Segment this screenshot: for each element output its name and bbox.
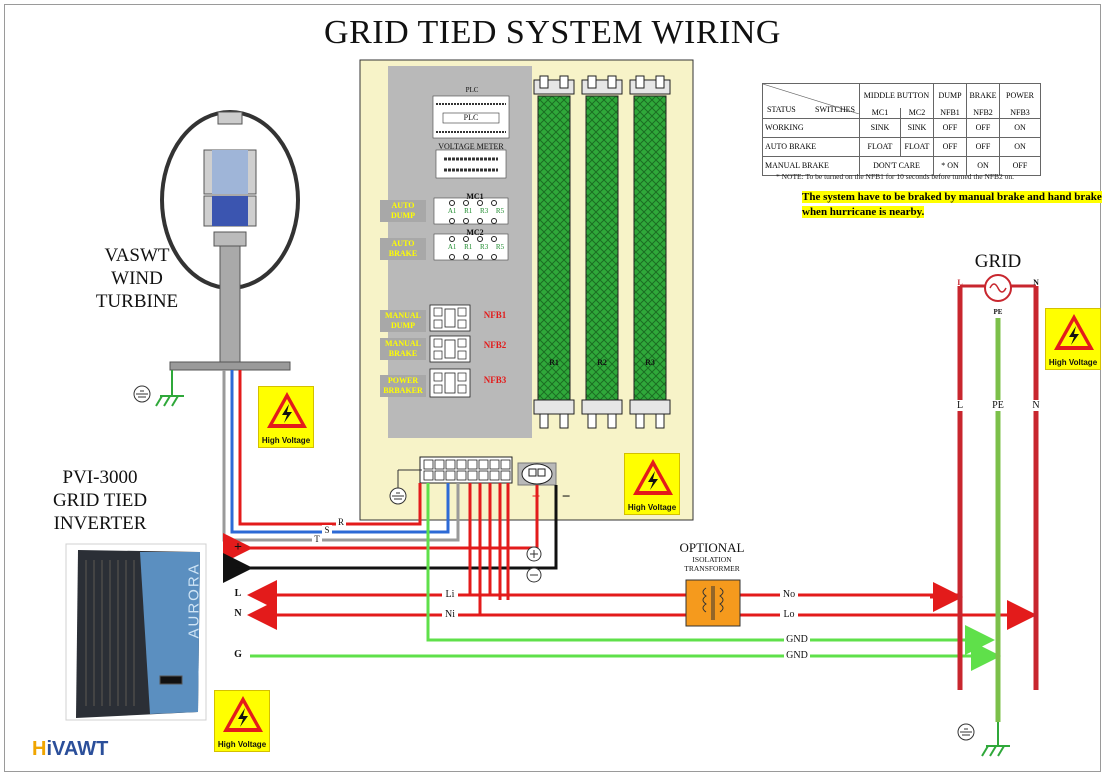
table-header-status: STATUS SWITCHES bbox=[762, 83, 860, 119]
dc-terminals bbox=[526, 546, 542, 583]
wire-minus-label: - bbox=[235, 560, 241, 575]
table-row: MANUAL BRAKE DON'T CARE * ON ON OFF bbox=[762, 155, 1041, 176]
transformer-label: ISOLATION TRANSFORMER bbox=[684, 555, 740, 573]
high-voltage-sign-1: High Voltage bbox=[258, 386, 314, 448]
hurricane-warning: The system have to be braked by manual b… bbox=[802, 191, 1102, 218]
resistor-r2 bbox=[581, 75, 623, 429]
wire-gnd1-label: GND bbox=[784, 634, 810, 645]
wire-plus-label: + bbox=[234, 540, 242, 555]
high-voltage-sign-2: High Voltage bbox=[624, 453, 680, 515]
warning-icon bbox=[267, 392, 307, 428]
optional-label: OPTIONAL bbox=[679, 540, 745, 555]
grid-earth bbox=[957, 722, 1010, 757]
auto-dump-label-bg bbox=[380, 200, 426, 222]
grid-n-top: N bbox=[1033, 278, 1039, 287]
turbine-label: VASWT WIND TURBINE bbox=[95, 245, 179, 312]
grid-l-mid: L bbox=[954, 400, 966, 411]
voltage-meter-label: VOLTAGE METER bbox=[438, 142, 504, 151]
dc-plus-label: + bbox=[531, 489, 541, 505]
dc-minus-label: − bbox=[561, 489, 571, 505]
wire-ni-label: Ni bbox=[442, 609, 458, 620]
nfb3-label: NFB3 bbox=[483, 375, 507, 385]
diagonal-divider bbox=[763, 84, 859, 114]
diagram-title: GRID TIED SYSTEM WIRING bbox=[324, 14, 781, 51]
grid-pe-top: PE bbox=[993, 308, 1003, 316]
high-voltage-sign-3: High Voltage bbox=[1045, 308, 1101, 370]
resistor-r1-label: R1 bbox=[549, 358, 559, 367]
wires bbox=[222, 284, 1039, 722]
wire-lo-label: Lo bbox=[780, 609, 798, 620]
warning-icon bbox=[223, 696, 263, 732]
wire-l-label: L bbox=[234, 588, 242, 599]
switch-status-table: STATUS SWITCHES MIDDLE BUTTON DUMP BRAKE… bbox=[762, 83, 1041, 176]
high-voltage-sign-4: High Voltage bbox=[214, 690, 270, 752]
grid-l-top: L bbox=[957, 278, 963, 287]
inverter-label: PVI-3000 GRID TIED INVERTER bbox=[52, 467, 148, 534]
table-note: * NOTE: To be turned on the NFB1 for 10 … bbox=[776, 172, 1015, 181]
grid-ac-source bbox=[984, 274, 1012, 302]
warning-icon bbox=[1054, 314, 1094, 350]
plc-label: PLC bbox=[463, 113, 479, 122]
nfb2-label: NFB2 bbox=[483, 340, 507, 350]
wire-li-label: Li bbox=[442, 589, 458, 600]
grid-pe-mid: PE bbox=[988, 400, 1008, 411]
hivawt-logo: HiVAWT bbox=[32, 738, 109, 760]
resistor-r3-label: R3 bbox=[645, 358, 655, 367]
wire-t-label: T bbox=[312, 534, 322, 544]
nfb1-label: NFB1 bbox=[483, 310, 507, 320]
table-row: WORKING SINK SINK OFF OFF ON bbox=[762, 117, 1041, 138]
inverter-brand: AURORA bbox=[185, 562, 203, 639]
wire-r-label: R bbox=[336, 517, 346, 527]
wire-gnd2-label: GND bbox=[784, 650, 810, 661]
wire-n-label: N bbox=[234, 608, 242, 619]
mc1-label: MC1 bbox=[466, 192, 484, 201]
grid-label: GRID bbox=[974, 251, 1022, 272]
control-panel bbox=[359, 59, 694, 521]
inverter-unit bbox=[65, 543, 207, 721]
warning-icon bbox=[633, 459, 673, 495]
plc-top-label: PLC bbox=[465, 86, 479, 94]
table-row: AUTO BRAKE FLOAT FLOAT OFF OFF ON bbox=[762, 136, 1041, 157]
resistor-r1 bbox=[533, 75, 575, 429]
dump-resistors bbox=[533, 75, 671, 429]
mc2-label: MC2 bbox=[466, 228, 484, 237]
resistor-r2-label: R2 bbox=[597, 358, 607, 367]
wind-turbine bbox=[133, 110, 300, 407]
wire-no-label: No bbox=[780, 589, 798, 600]
diagram-frame bbox=[4, 4, 1101, 772]
wire-s-label: S bbox=[322, 525, 332, 535]
wire-g-label: G bbox=[234, 649, 242, 660]
resistor-r3 bbox=[629, 75, 671, 429]
grid-n-mid: N bbox=[1030, 400, 1042, 411]
isolation-transformer bbox=[685, 579, 741, 627]
